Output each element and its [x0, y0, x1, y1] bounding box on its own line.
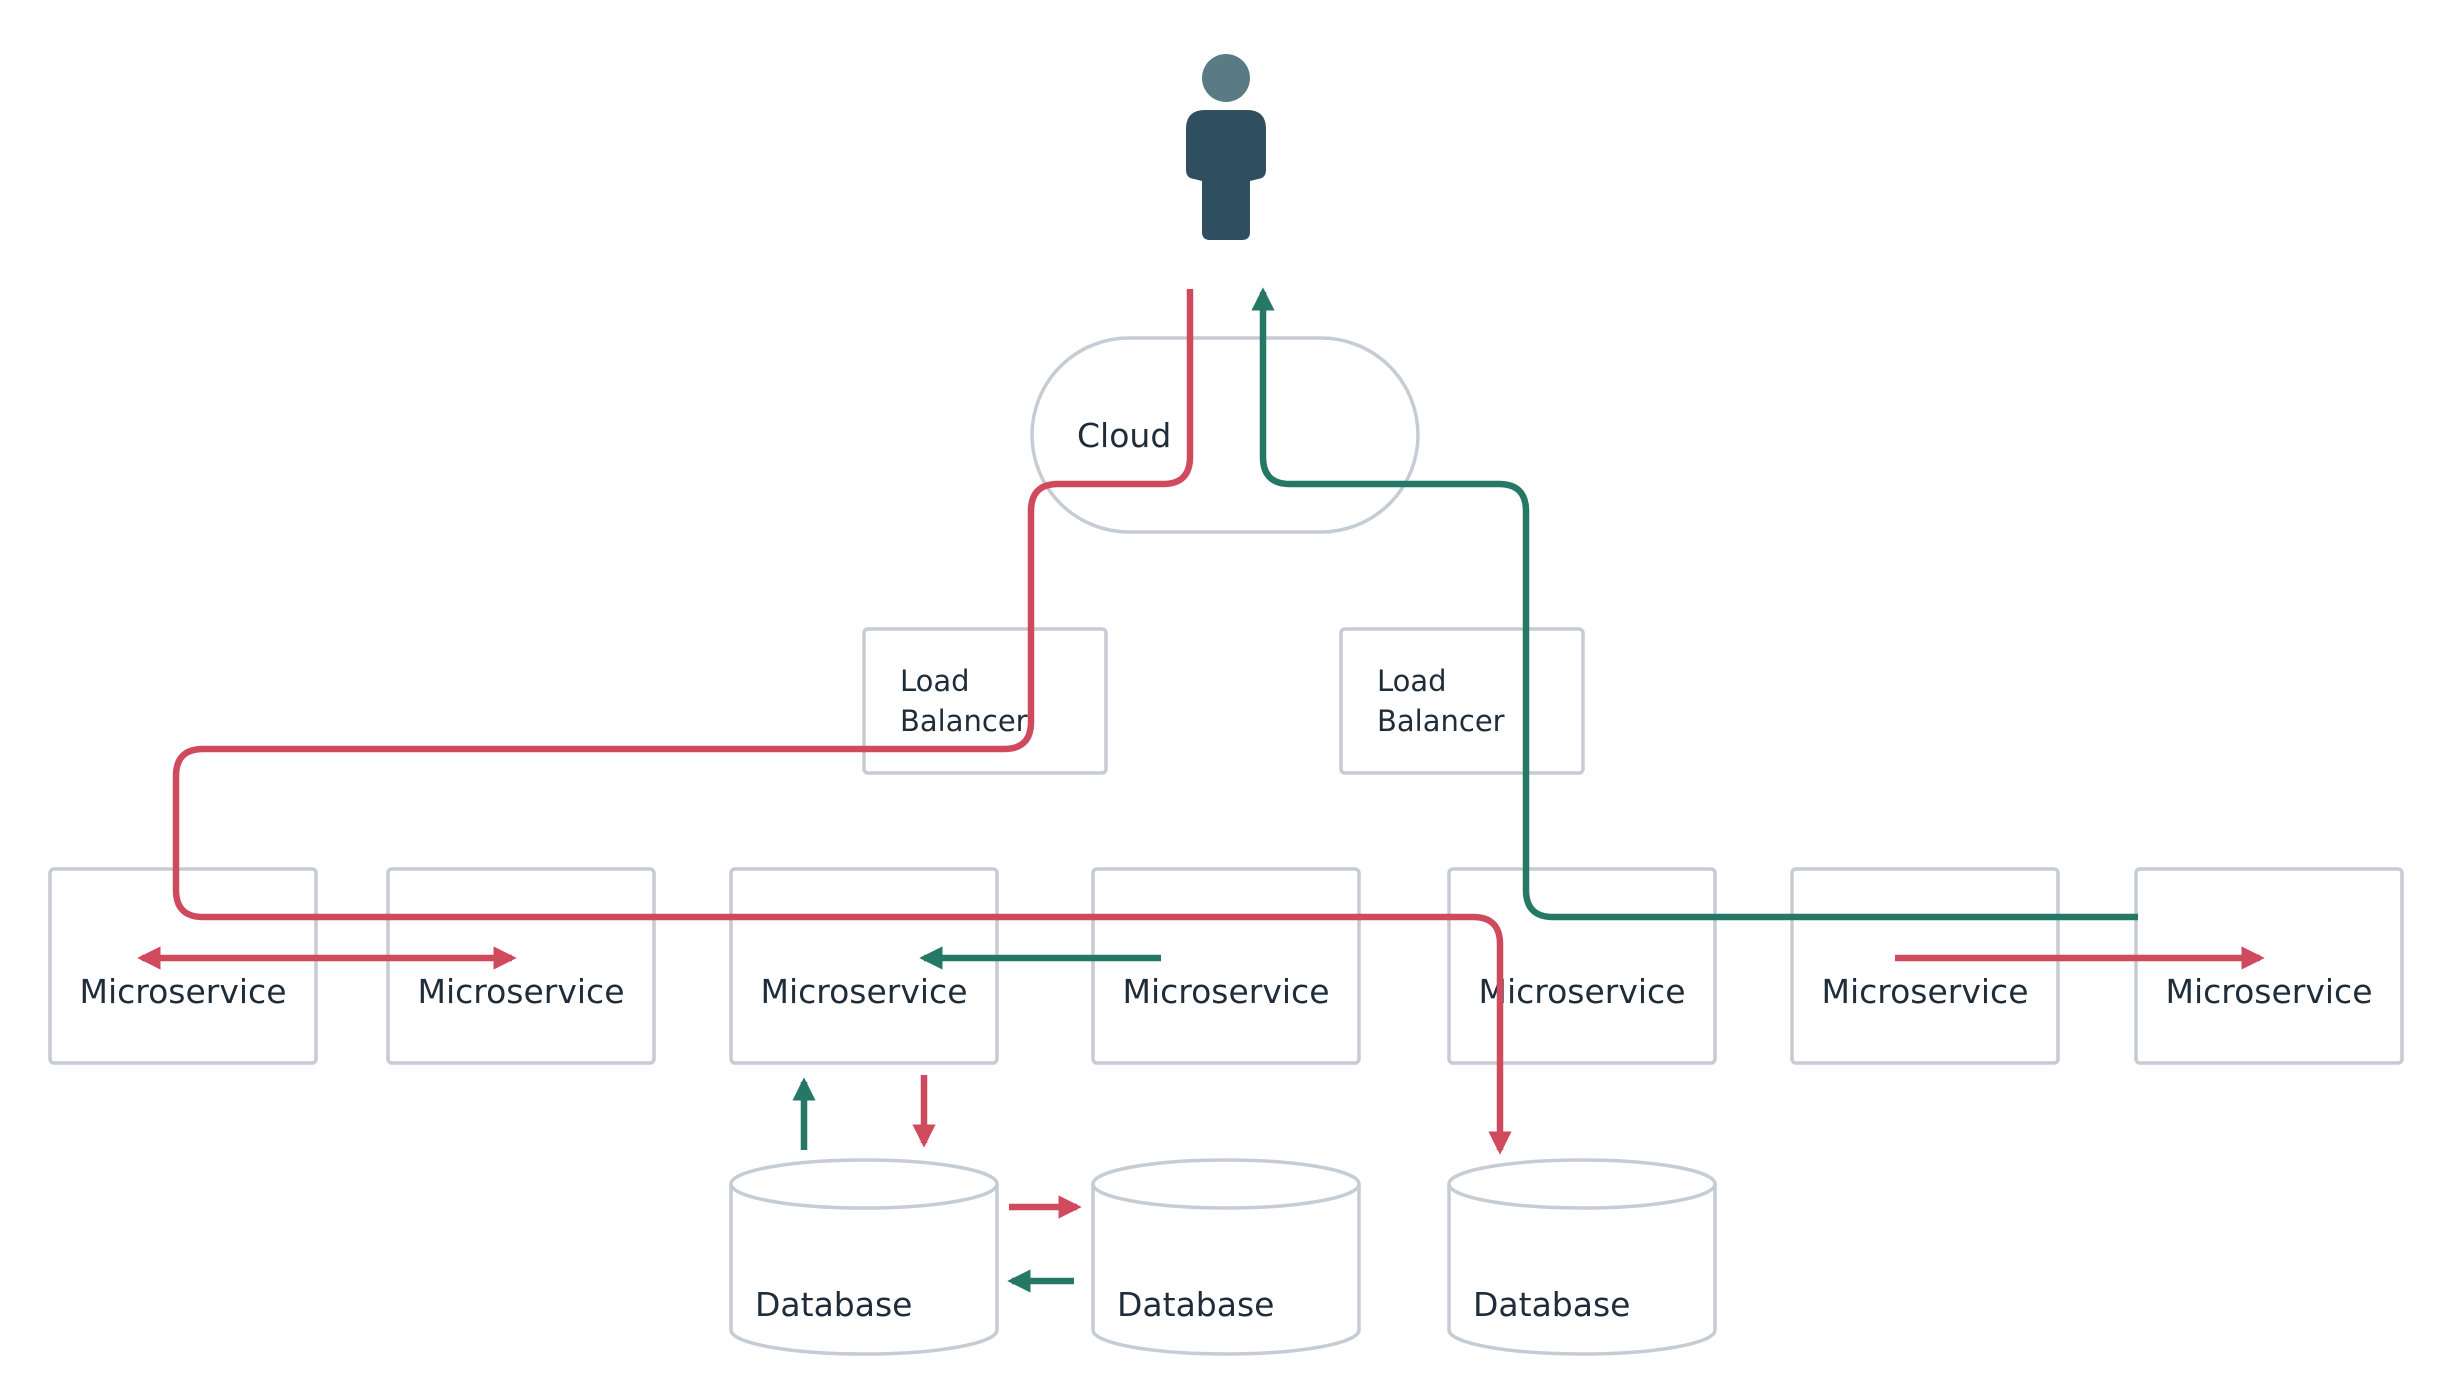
- load-balancer-label-line2: Balancer: [900, 704, 1028, 738]
- microservice-box: [48, 867, 318, 1065]
- microservice-box: [729, 867, 999, 1065]
- user-body: [1186, 110, 1266, 240]
- database-label: Database: [1473, 1285, 1630, 1324]
- microservice-box: [2134, 867, 2404, 1065]
- database-top-rim: [1091, 1183, 1361, 1210]
- database-label: Database: [755, 1285, 912, 1324]
- user-person-icon: [1186, 54, 1266, 240]
- microservice-2: Microservice: [386, 867, 656, 1065]
- svg-text:Load Balancer: Load Balancer: [900, 664, 1028, 738]
- microservice-1: Microservice: [48, 867, 318, 1065]
- database-top-rim: [1447, 1183, 1717, 1210]
- database-3: Database: [1447, 1158, 1717, 1356]
- database-2: Database: [1091, 1158, 1361, 1356]
- request-flow-main-path: [172, 289, 1512, 1155]
- cloud-label: Cloud: [1077, 416, 1171, 455]
- database-cylinder: [729, 1158, 999, 1356]
- load-balancer-box: [1339, 627, 1585, 775]
- database-cylinder: [1091, 1158, 1361, 1356]
- database-cylinder: [1447, 1158, 1717, 1356]
- load-balancer-box: [862, 627, 1108, 775]
- cloud-node: Cloud: [1030, 336, 1420, 534]
- microservice-label: Microservice: [1478, 972, 1685, 1011]
- microservice-4: Microservice: [1091, 867, 1361, 1065]
- svg-text:Load Balancer: Load Balancer: [1377, 664, 1505, 738]
- microservice-label: Microservice: [760, 972, 967, 1011]
- database-1: Database: [729, 1158, 999, 1356]
- microservice-7: Microservice: [2134, 867, 2404, 1065]
- microservice-label: Microservice: [79, 972, 286, 1011]
- microservice-box: [1790, 867, 2060, 1065]
- microservice-5: Microservice: [1447, 867, 1717, 1065]
- user-head: [1202, 54, 1250, 102]
- database-label: Database: [1117, 1285, 1274, 1324]
- load-balancer-label-line2: Balancer: [1377, 704, 1505, 738]
- load-balancer-1: Load Balancer: [862, 627, 1108, 775]
- load-balancer-label-line1: Load: [900, 664, 970, 698]
- microservice-box: [386, 867, 656, 1065]
- microservice-6: Microservice: [1790, 867, 2060, 1065]
- database-top-rim: [729, 1183, 999, 1210]
- microservice-label: Microservice: [1122, 972, 1329, 1011]
- load-balancer-label-line1: Load: [1377, 664, 1447, 698]
- microservice-label: Microservice: [417, 972, 624, 1011]
- microservice-label: Microservice: [1821, 972, 2028, 1011]
- response-flow-main-path: [1251, 287, 2138, 921]
- microservice-box: [1091, 867, 1361, 1065]
- load-balancer-2: Load Balancer: [1339, 627, 1585, 775]
- microservice-label: Microservice: [2165, 972, 2372, 1011]
- microservice-3: Microservice: [729, 867, 999, 1065]
- microservice-box: [1447, 867, 1717, 1065]
